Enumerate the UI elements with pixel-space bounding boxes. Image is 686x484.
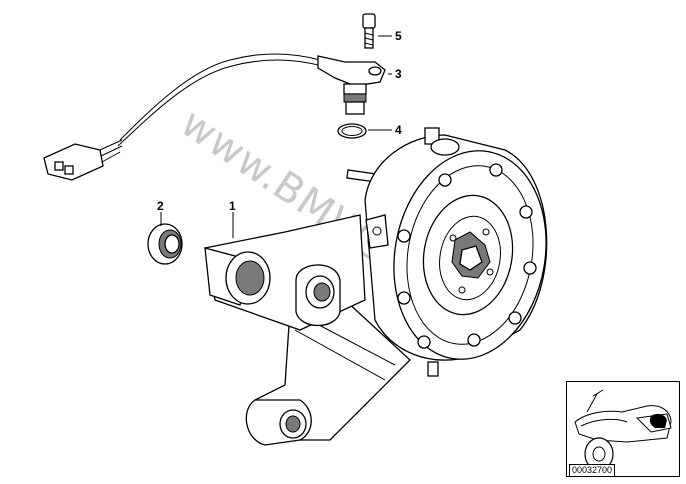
motorcycle-icon xyxy=(574,389,672,471)
callout-leaders xyxy=(160,35,392,238)
callout-1: 1 xyxy=(229,199,236,213)
callout-2: 2 xyxy=(157,199,164,213)
callout-4: 4 xyxy=(395,123,402,137)
callout-3: 3 xyxy=(395,67,402,81)
o-ring-part[interactable] xyxy=(337,123,367,139)
seal-ring-part[interactable] xyxy=(147,223,183,265)
drawing-code: 00032700 xyxy=(569,464,616,477)
final-drive-housing-part[interactable] xyxy=(204,127,562,446)
sensor-cable-part[interactable] xyxy=(43,53,386,181)
motorcycle-locator-thumbnail xyxy=(566,381,680,477)
callout-5: 5 xyxy=(395,29,402,43)
bolt-part[interactable] xyxy=(362,13,376,49)
